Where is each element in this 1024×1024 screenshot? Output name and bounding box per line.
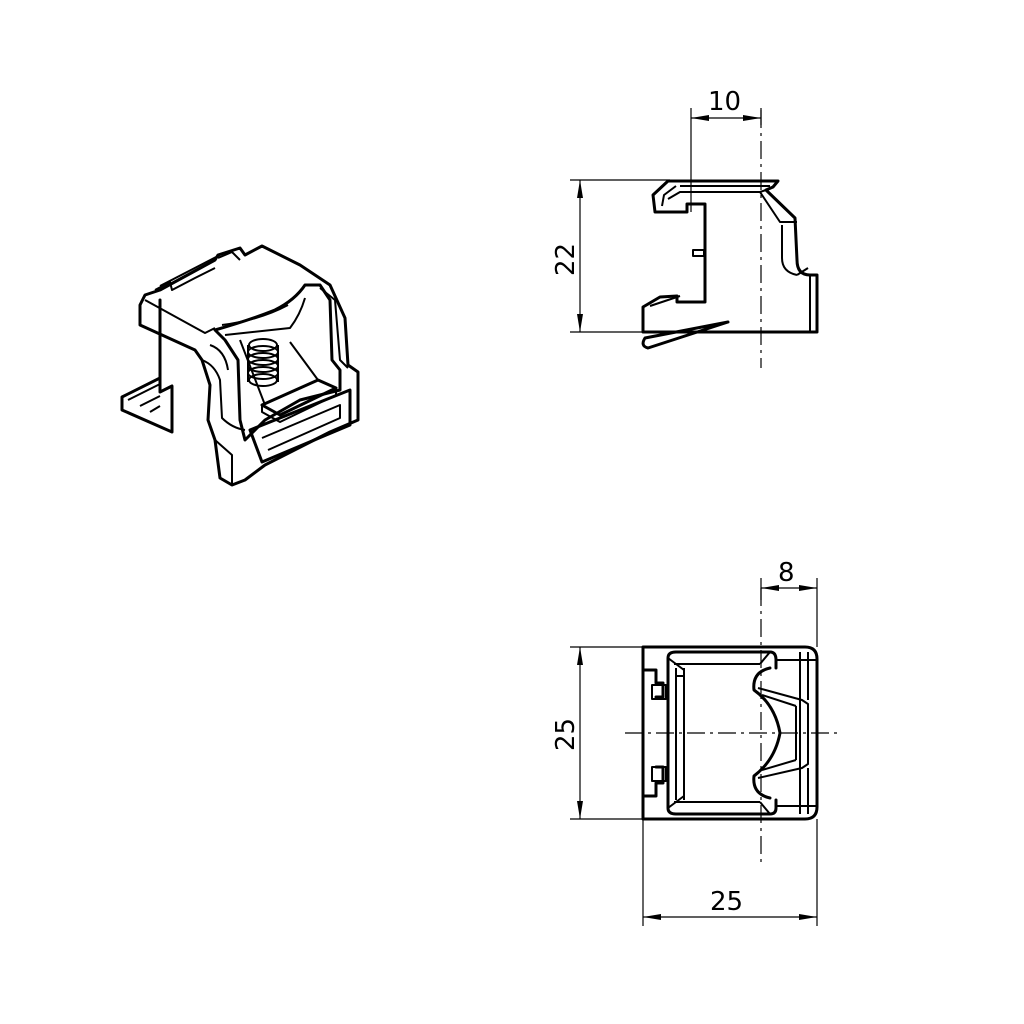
dim-side-height: 22 — [551, 243, 581, 276]
dim-top-height: 25 — [551, 718, 581, 751]
isometric-view — [120, 244, 360, 487]
dim-top-width: 25 — [710, 887, 743, 917]
dim-side-width: 10 — [708, 87, 741, 117]
side-view: 10 22 — [551, 87, 819, 368]
dim-top-offset: 8 — [778, 558, 795, 588]
top-view: 8 25 25 — [551, 558, 838, 926]
screw — [247, 338, 279, 387]
